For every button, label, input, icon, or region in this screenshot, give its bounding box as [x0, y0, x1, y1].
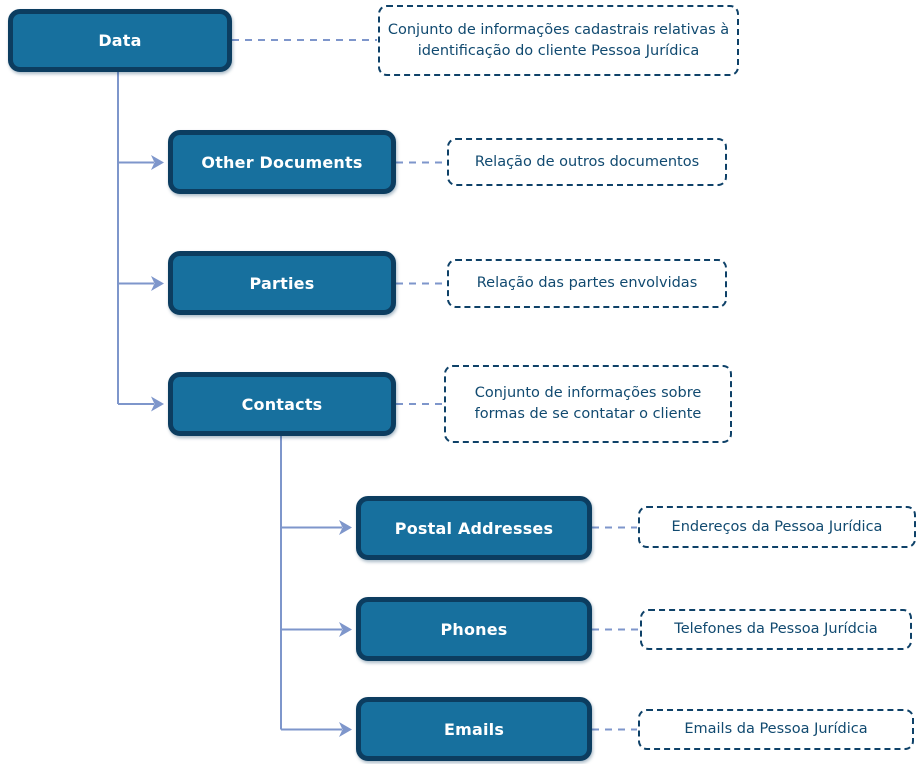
node-other-documents-label: Other Documents — [201, 152, 363, 172]
tree-connector-contacts — [280, 436, 342, 731]
node-data[interactable]: Data — [8, 9, 232, 72]
annotation-postal-addresses-text: Endereços da Pessoa Jurídica — [671, 518, 883, 535]
annotation-data-text: Conjunto de informações cadastrais relat… — [387, 21, 730, 59]
annotation-emails-text: Emails da Pessoa Jurídica — [684, 721, 868, 738]
node-other-documents[interactable]: Other Documents — [168, 130, 396, 194]
node-postal-addresses[interactable]: Postal Addresses — [356, 496, 592, 560]
arrowhead-emails — [339, 722, 352, 737]
node-emails[interactable]: Emails — [356, 697, 592, 761]
annotation-contacts-text: Conjunto de informações sobre formas de … — [474, 385, 702, 422]
annotation-postal-addresses: Endereços da Pessoa Jurídica — [638, 506, 916, 548]
arrowhead-parties — [151, 276, 164, 291]
annotation-phones: Telefones da Pessoa Jurídcia — [640, 609, 912, 650]
node-phones-label: Phones — [440, 619, 508, 639]
node-contacts[interactable]: Contacts — [168, 372, 396, 436]
arrowhead-postal-addresses — [339, 520, 352, 535]
arrowhead-phones — [339, 622, 352, 637]
annotation-phones-text: Telefones da Pessoa Jurídcia — [674, 621, 878, 638]
node-emails-label: Emails — [443, 719, 505, 739]
annotation-parties: Relação das partes envolvidas — [447, 259, 727, 308]
node-parties[interactable]: Parties — [168, 251, 396, 315]
arrowhead-other-documents — [151, 155, 164, 170]
annotation-data: Conjunto de informações cadastrais relat… — [378, 5, 739, 76]
node-phones[interactable]: Phones — [356, 597, 592, 661]
annotation-contacts: Conjunto de informações sobre formas de … — [444, 365, 732, 443]
annotation-other-documents: Relação de outros documentos — [447, 138, 727, 186]
annotation-emails: Emails da Pessoa Jurídica — [638, 709, 914, 750]
node-contacts-label: Contacts — [241, 394, 323, 414]
annotation-parties-text: Relação das partes envolvidas — [476, 275, 698, 292]
tree-connector-data — [117, 72, 154, 405]
node-postal-addresses-label: Postal Addresses — [394, 518, 554, 538]
node-data-label: Data — [98, 31, 142, 50]
annotation-other-documents-text: Relação de outros documentos — [474, 153, 700, 170]
node-parties-label: Parties — [249, 273, 315, 293]
arrowhead-contacts — [151, 396, 164, 412]
